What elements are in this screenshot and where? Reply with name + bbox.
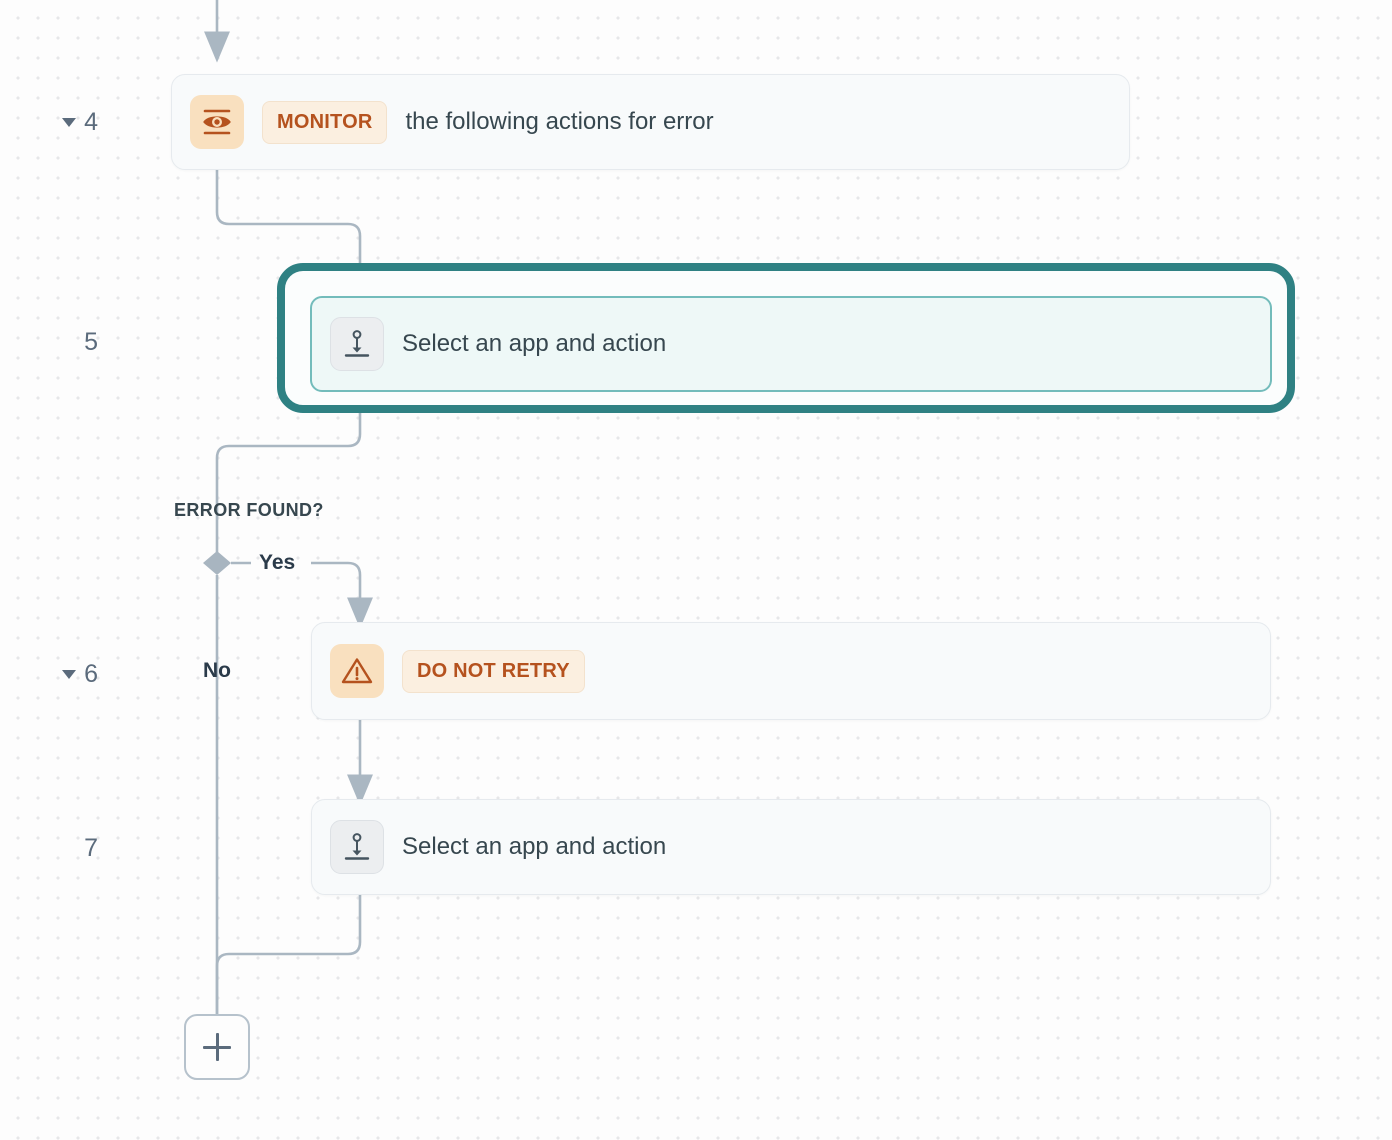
eye-icon — [190, 95, 244, 149]
branch-label-yes: Yes — [259, 551, 296, 574]
edge-step7-to-spine — [215, 894, 362, 1014]
branch-condition-title: ERROR FOUND? — [174, 500, 324, 520]
warning-triangle-icon — [330, 644, 384, 698]
edge-step5-to-decision — [215, 396, 362, 552]
step-gutter-5: 5 — [28, 327, 98, 357]
step-number-7: 7 — [84, 833, 98, 862]
step-text-monitor: the following actions for error — [405, 108, 714, 135]
step-number-5: 5 — [84, 327, 98, 356]
insert-step-icon — [330, 317, 384, 371]
selection-ring-step-5: Select an app and action — [277, 263, 1295, 413]
step-number-6: 6 — [84, 659, 98, 688]
collapse-caret-step-6[interactable] — [62, 669, 77, 679]
step-label-pill-monitor: MONITOR — [262, 100, 388, 144]
step-gutter-7: 7 — [28, 833, 98, 863]
step-label-pill-do-not-retry: DO NOT RETRY — [402, 649, 585, 693]
edge-yes-to-step6 — [311, 561, 373, 629]
add-step-button[interactable] — [184, 1014, 250, 1080]
step-card-select-app-5[interactable]: Select an app and action — [310, 296, 1272, 392]
branch-label-no: No — [203, 659, 231, 682]
decision-diamond — [203, 551, 231, 575]
collapse-caret-step-4[interactable] — [62, 117, 77, 127]
step-text-select-app-7: Select an app and action — [402, 833, 667, 860]
step-card-monitor[interactable]: MONITOR the following actions for error — [171, 74, 1130, 170]
step-number-4: 4 — [84, 107, 98, 136]
step-card-select-app-7[interactable]: Select an app and action — [311, 799, 1271, 895]
insert-step-icon — [330, 820, 384, 874]
step-gutter-4: 4 — [28, 107, 98, 137]
step-card-do-not-retry[interactable]: DO NOT RETRY — [311, 622, 1271, 720]
plus-icon-vertical — [215, 1033, 219, 1061]
step-gutter-6: 6 — [28, 659, 98, 689]
step-text-select-app-5: Select an app and action — [402, 330, 667, 357]
